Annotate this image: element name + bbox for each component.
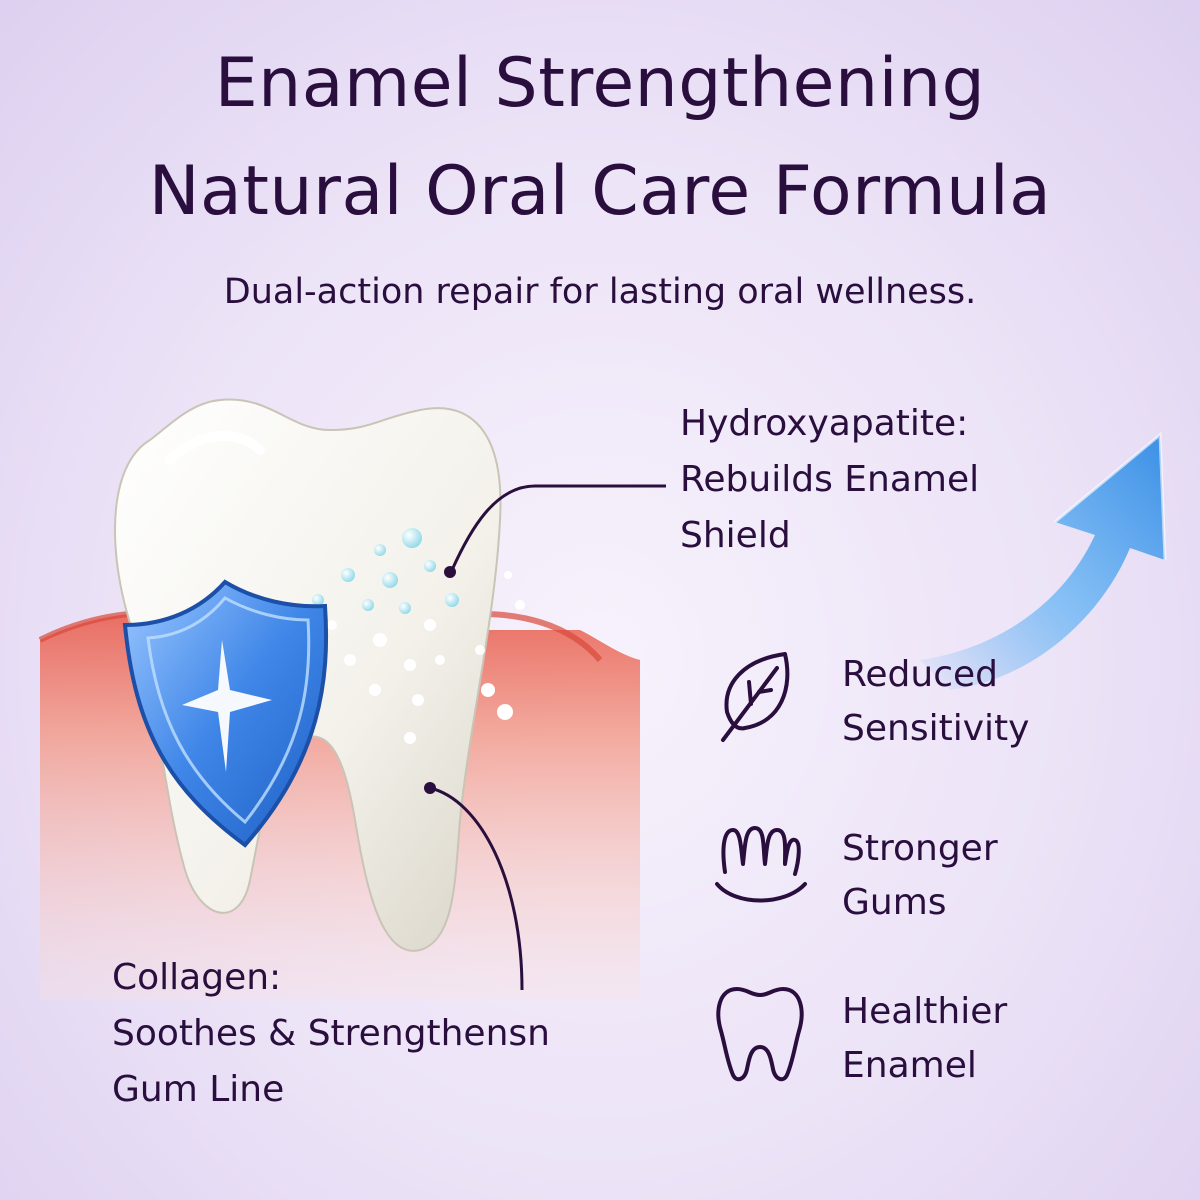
page-subtitle: Dual-action repair for lasting oral well… — [223, 272, 977, 312]
benefit-label: Stronger — [842, 828, 998, 869]
callout-lines — [424, 484, 666, 991]
tooth-icon — [716, 987, 804, 1082]
gums-icon — [715, 826, 807, 903]
hydroxyapatite-callout: Hydroxyapatite: Rebuilds Enamel Shield — [680, 396, 979, 564]
hydroxyapatite-text-1: Rebuilds Enamel — [680, 459, 980, 500]
collagen-text-2: Gum Line — [112, 1069, 285, 1110]
hydroxyapatite-heading: Hydroxyapatite: — [680, 403, 969, 444]
page-title-line-2: Natural Oral Care Formula — [148, 152, 1052, 231]
benefit-label: Reduced — [842, 654, 999, 695]
collagen-callout: Collagen: Soothes & Strengthensn Gum Lin… — [112, 950, 550, 1118]
benefit-label: Healthier — [842, 991, 1008, 1032]
benefit-label: Enamel — [842, 1045, 977, 1086]
shield-icon — [122, 579, 329, 848]
benefit-label: Gums — [842, 882, 947, 923]
benefit-reduced-sensitivity: Reduced Sensitivity — [842, 648, 1029, 756]
hydroxyapatite-text-2: Shield — [680, 515, 791, 556]
leaf-icon — [721, 652, 790, 742]
benefit-healthier-enamel: Healthier Enamel — [842, 985, 1007, 1093]
page-title-line-1: Enamel Strengthening — [214, 44, 986, 123]
benefit-label: Sensitivity — [842, 708, 1030, 749]
collagen-heading: Collagen: — [112, 957, 282, 998]
mineral-bubbles — [312, 528, 525, 744]
benefit-stronger-gums: Stronger Gums — [842, 822, 998, 930]
collagen-text-1: Soothes & Strengthensn — [112, 1013, 550, 1054]
arrow-up-icon — [920, 431, 1167, 690]
